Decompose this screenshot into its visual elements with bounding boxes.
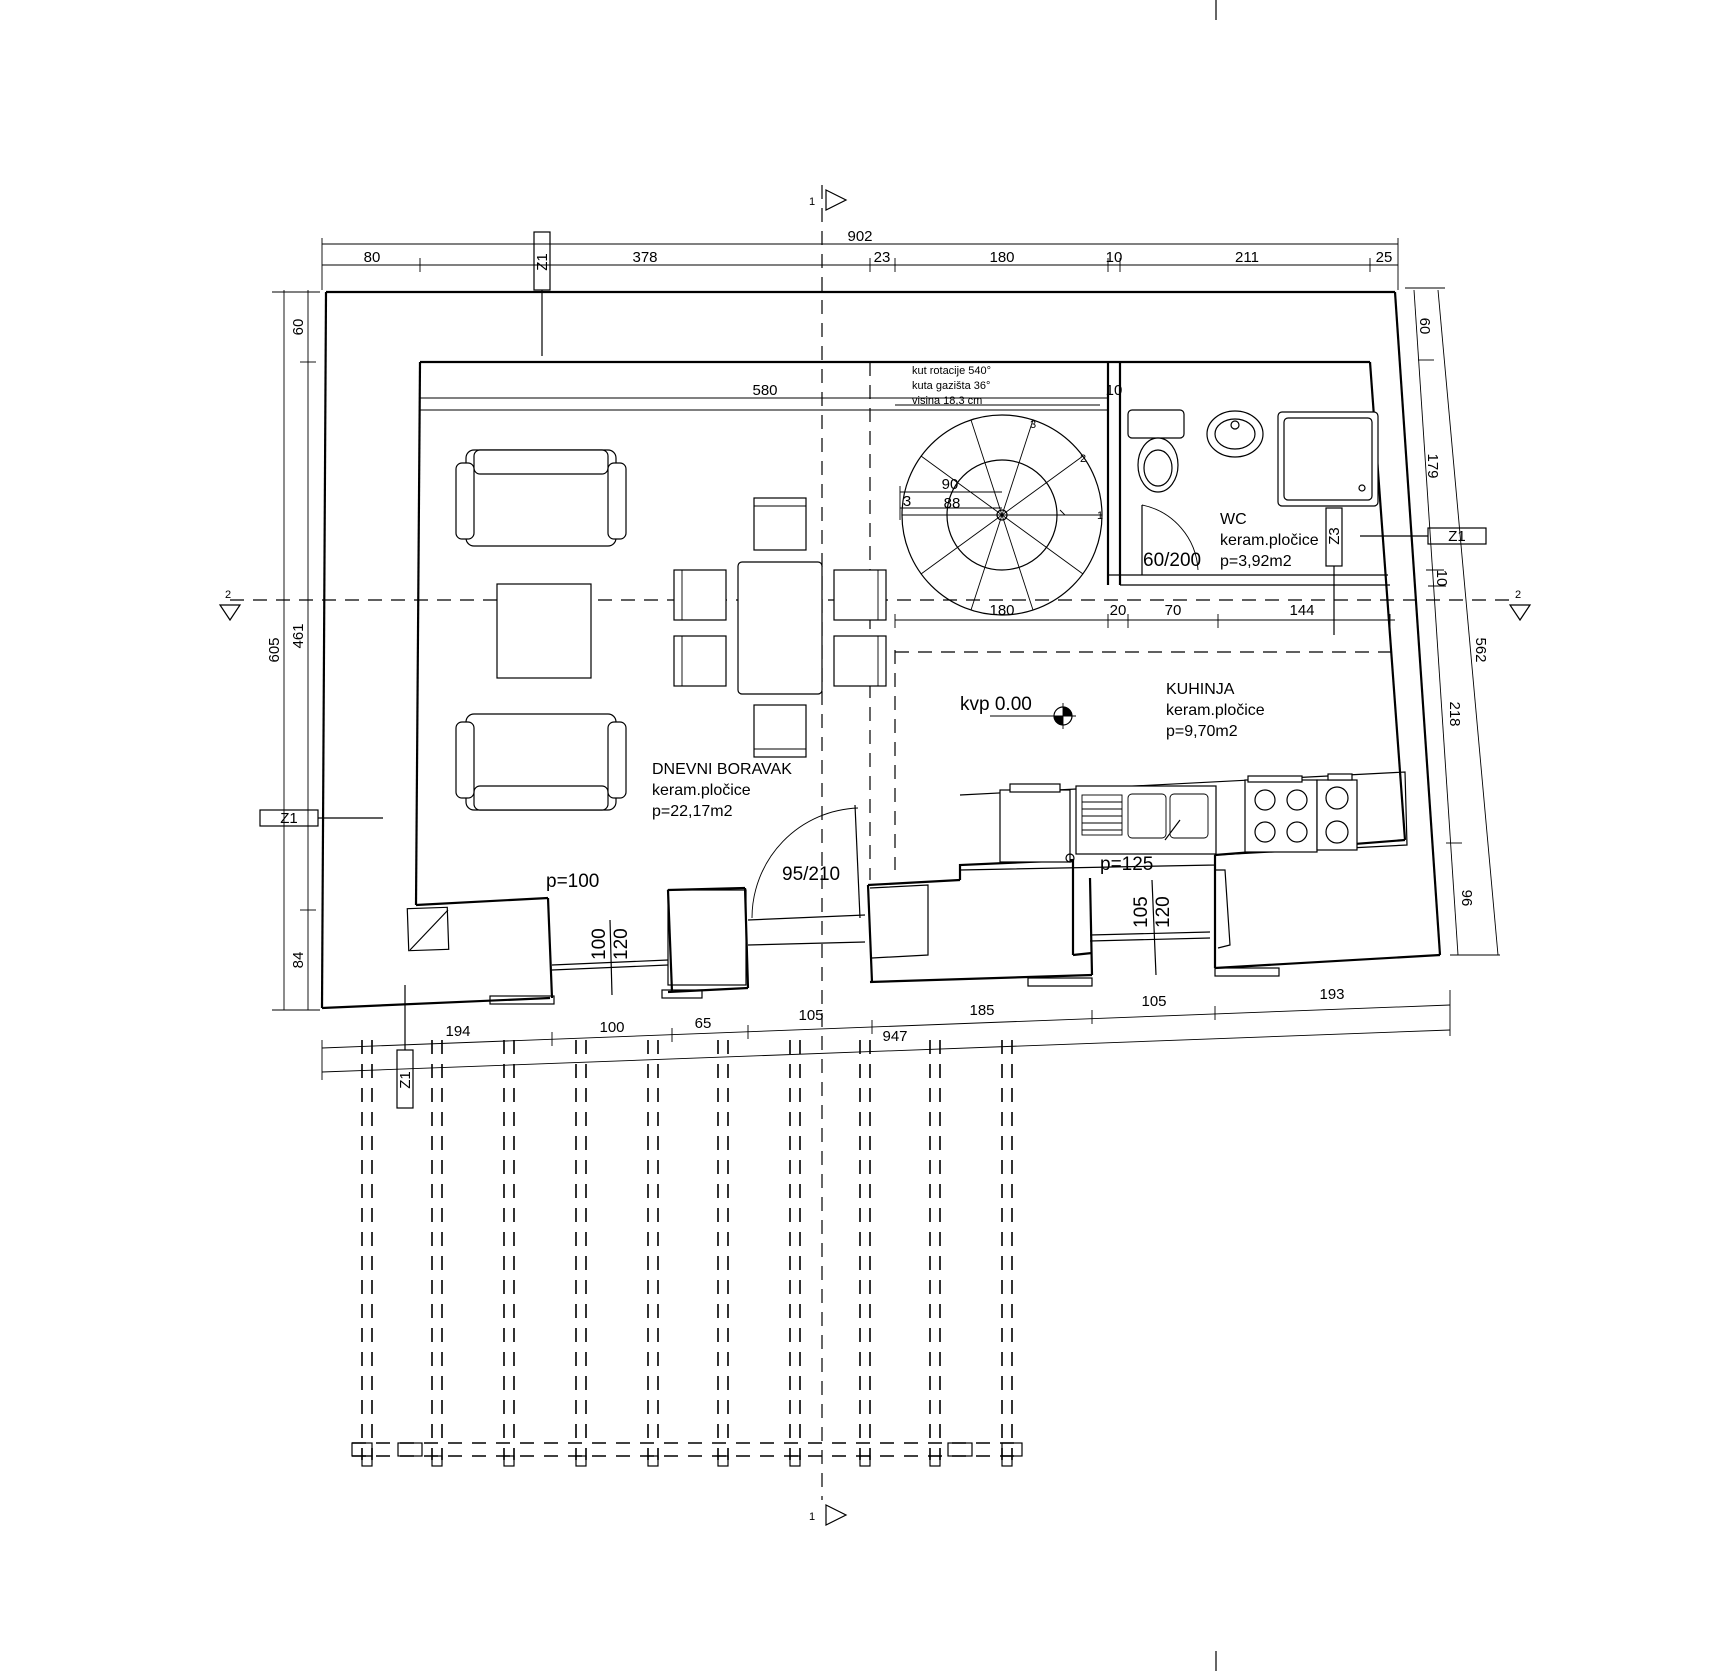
dim-bottom-seg: 193 [1319, 986, 1344, 1003]
dim-top-seg: 378 [632, 249, 657, 266]
svg-text:kvp 0.00: kvp 0.00 [960, 694, 1032, 715]
svg-text:p=22,17m2: p=22,17m2 [652, 803, 733, 820]
dim-mid-seg: 180 [989, 602, 1014, 619]
dim-bottom-seg: 105 [798, 1007, 823, 1024]
window-1: p=100 100 120 [489, 871, 703, 1005]
dim-bottom-seg: 65 [695, 1015, 712, 1032]
svg-text:1: 1 [809, 1511, 815, 1523]
stair-dim: 3 [903, 493, 911, 510]
wall-tag-z3: Z3 [1325, 507, 1343, 635]
window1-width: 100 [589, 928, 610, 960]
svg-text:p=3,92m2: p=3,92m2 [1220, 553, 1292, 570]
section-marker-2-right: 2 [1508, 589, 1532, 622]
stair-step-number: 1 [1097, 510, 1103, 522]
dim-mid-seg: 70 [1165, 602, 1182, 619]
stair-step-number: 3 [1030, 419, 1036, 431]
wall-tag-z1-right: Z1 [1360, 527, 1487, 545]
bottom-dimension-lines: 194 100 65 105 185 105 193 947 [321, 986, 1451, 1080]
room-label-kitchen: KUHINJA keram.pločice p=9,70m2 [1166, 681, 1265, 740]
room-label-wc: WC keram.pločice p=3,92m2 [1220, 511, 1319, 570]
dim-bottom-seg: 185 [969, 1002, 994, 1019]
dim-bottom-total: 947 [882, 1028, 907, 1045]
svg-text:Z1: Z1 [397, 1071, 414, 1089]
section-marker-1-top: 1 [809, 189, 848, 211]
stair-note-line: kuta gazišta 36° [912, 380, 990, 392]
section-marker-1-bottom: 1 [809, 1504, 848, 1526]
window1-label: p=100 [546, 871, 599, 892]
dim-top-seg: 211 [1235, 249, 1259, 266]
wall-tag-z1-top: Z1 [533, 231, 551, 356]
stair-step-number: 2 [1080, 453, 1086, 465]
dim-top-seg: 25 [1376, 249, 1393, 266]
dim-top-seg: 180 [989, 249, 1014, 266]
svg-text:DNEVNI BORAVAK: DNEVNI BORAVAK [652, 761, 792, 778]
kitchen-fixtures [959, 771, 1408, 871]
stair-note-line: visina 18,3 cm [912, 395, 982, 407]
svg-text:1: 1 [809, 196, 815, 208]
window1-height: 120 [611, 928, 632, 960]
svg-text:Z1: Z1 [280, 810, 298, 827]
svg-text:2: 2 [1515, 589, 1521, 601]
window2-width: 105 [1131, 896, 1152, 928]
svg-text:WC: WC [1220, 511, 1247, 528]
dim-top-seg: 80 [364, 249, 381, 266]
dim-inner-top: 580 [752, 382, 777, 399]
dim-top-seg: 23 [874, 249, 891, 266]
dim-right-seg: 60 [1416, 318, 1433, 335]
dim-left-seg: 461 [290, 623, 307, 648]
window-2: p=125 105 120 [1027, 854, 1280, 987]
dim-right-total: 562 [1472, 637, 1489, 662]
dim-right-seg: 179 [1424, 453, 1441, 478]
window2-height: 120 [1153, 896, 1174, 928]
dim-bottom-seg: 194 [445, 1023, 470, 1040]
dim-bottom-seg: 105 [1141, 993, 1166, 1010]
svg-text:keram.pločice: keram.pločice [652, 782, 751, 799]
dim-bottom-seg: 100 [599, 1019, 624, 1036]
svg-text:Z1: Z1 [1448, 528, 1466, 545]
dim-mid-seg: 144 [1289, 602, 1314, 619]
dim-right-seg: 96 [1458, 890, 1475, 907]
room-label-living: DNEVNI BORAVAK keram.pločice p=22,17m2 [652, 761, 792, 820]
dim-inner-top-b: 10 [1106, 382, 1123, 399]
stair-dim: 90 [942, 476, 959, 493]
foundation-dashed-lines [351, 1040, 1023, 1467]
stair-note-line: kut rotacije 540° [912, 365, 991, 377]
right-dimension-lines: 562 60 179 10 218 96 [1405, 287, 1500, 956]
window2-label: p=125 [1100, 854, 1153, 875]
wc-door-label: 60/200 [1143, 550, 1201, 571]
svg-text:p=9,70m2: p=9,70m2 [1166, 723, 1238, 740]
living-furniture [455, 449, 887, 811]
wc-fixtures: 60/200 [1127, 409, 1379, 575]
svg-text:Z1: Z1 [534, 253, 551, 271]
dim-top-total: 902 [847, 228, 872, 245]
dim-left-seg: 60 [290, 319, 307, 336]
section-marker-2-left: 2 [218, 589, 242, 622]
top-dimension-lines: 902 80 378 23 180 10 211 25 [321, 228, 1399, 290]
spiral-stair: 90 88 3 1 2 3 kut rotacije 540° kuta gaz… [895, 365, 1103, 616]
svg-text:keram.pločice: keram.pločice [1166, 702, 1265, 719]
dim-right-seg: 218 [1446, 701, 1463, 726]
dim-mid-seg: 20 [1110, 602, 1127, 619]
level-marker: kvp 0.00 [960, 694, 1076, 729]
wall-tag-z1-left: Z1 [259, 809, 383, 827]
svg-text:KUHINJA: KUHINJA [1166, 681, 1235, 698]
dim-right-seg: 10 [1433, 570, 1450, 587]
dim-left-total: 605 [266, 637, 283, 662]
stair-dim: 88 [944, 495, 961, 512]
svg-text:2: 2 [225, 589, 231, 601]
main-door: 95/210 [747, 804, 866, 946]
main-door-label: 95/210 [782, 864, 840, 885]
dim-left-seg: 84 [290, 952, 307, 969]
svg-text:Z3: Z3 [1326, 527, 1343, 545]
dim-top-seg: 10 [1106, 249, 1123, 266]
left-dimension-lines: 605 60 461 84 [266, 290, 320, 1011]
svg-text:keram.pločice: keram.pločice [1220, 532, 1319, 549]
wall-tag-z1-bottom: Z1 [396, 985, 414, 1109]
